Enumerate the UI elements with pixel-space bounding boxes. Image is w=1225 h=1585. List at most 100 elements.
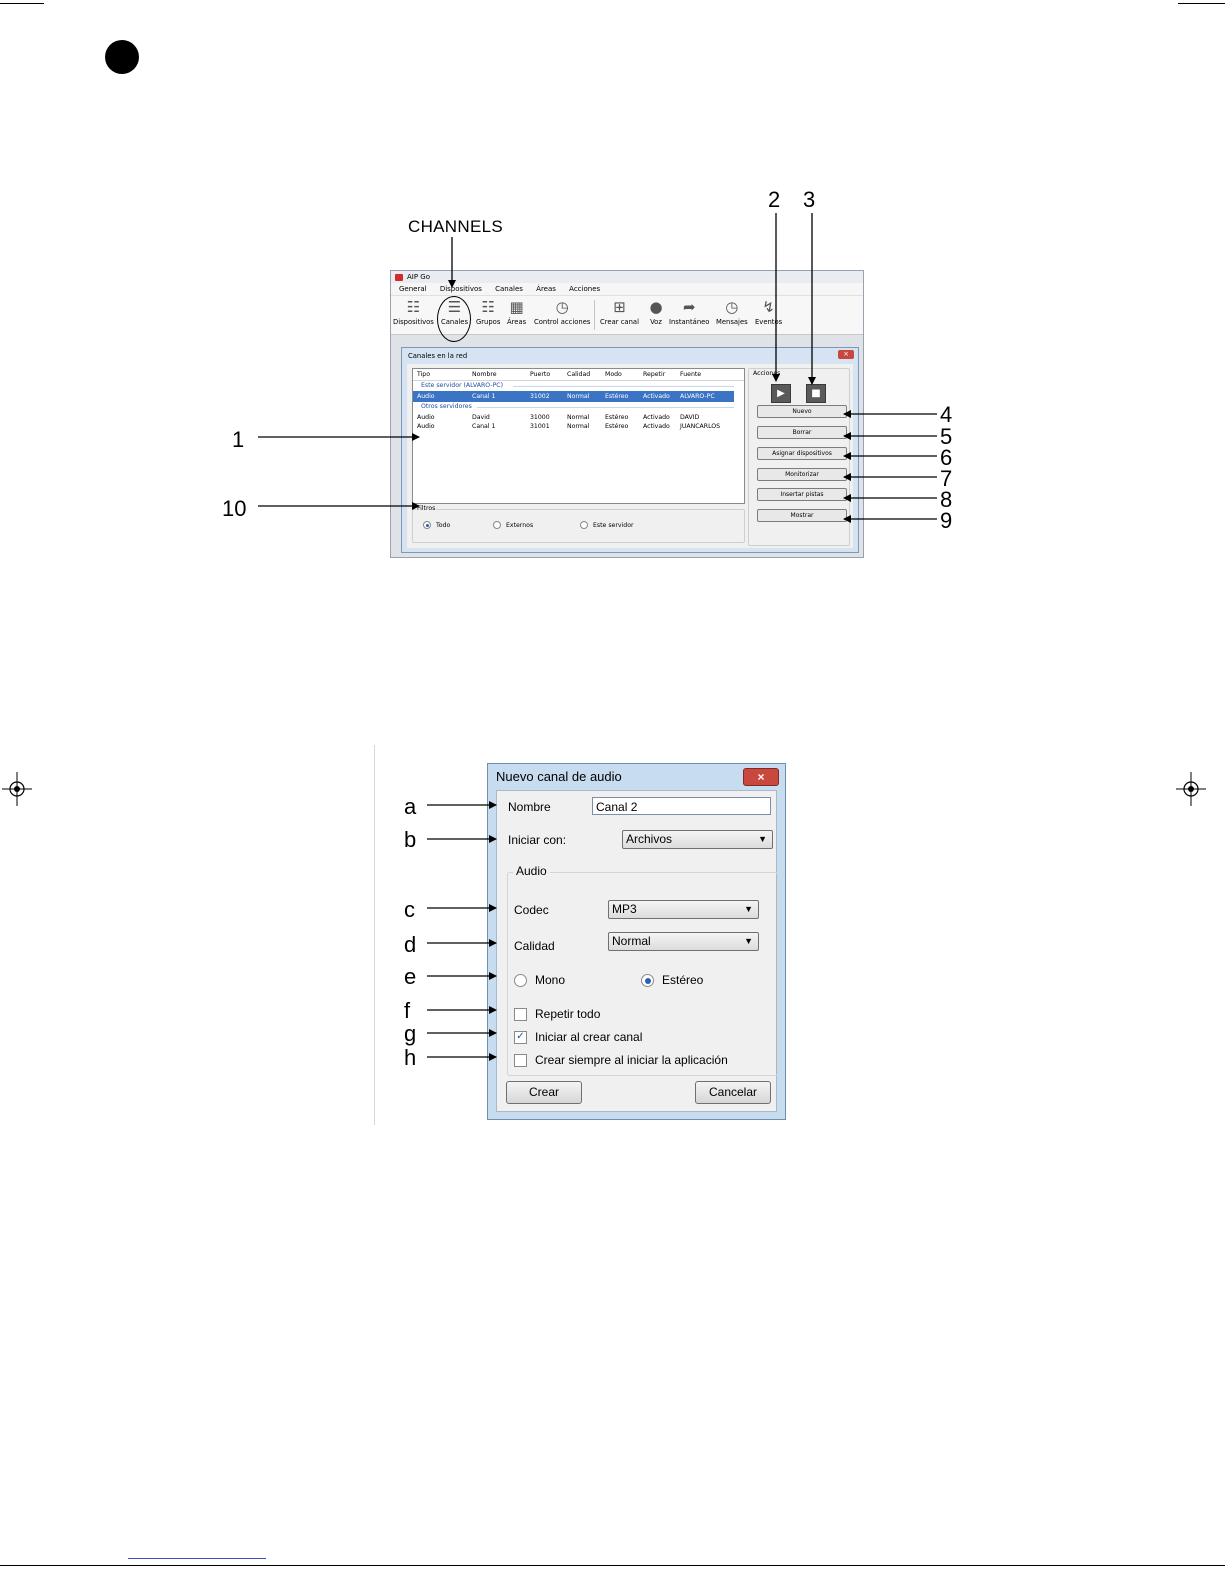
toolbar-control-acciones[interactable]: ◷Control acciones bbox=[534, 298, 591, 326]
toolbar-voz[interactable]: ●Voz bbox=[647, 298, 665, 326]
crear-button[interactable]: Crear bbox=[506, 1081, 582, 1104]
menu-acciones[interactable]: Acciones bbox=[569, 285, 601, 293]
panel-body: Tipo Nombre Puerto Calidad Modo Repetir … bbox=[407, 364, 853, 548]
footer-line bbox=[128, 1558, 266, 1559]
col-calidad[interactable]: Calidad bbox=[567, 371, 591, 378]
cancelar-button[interactable]: Cancelar bbox=[695, 1081, 771, 1104]
callout-7: 7 bbox=[940, 466, 953, 491]
toolbar-crear-canal[interactable]: ⊞Crear canal bbox=[600, 298, 639, 326]
radio-icon bbox=[423, 521, 431, 529]
toolbar-areas[interactable]: ▦Áreas bbox=[507, 298, 527, 326]
menu-bar: General Dispositivos Canales Áreas Accio… bbox=[391, 283, 863, 296]
callout-2: 2 bbox=[768, 187, 781, 212]
channels-list[interactable]: Tipo Nombre Puerto Calidad Modo Repetir … bbox=[412, 368, 745, 504]
calidad-select[interactable]: Normal▼ bbox=[608, 932, 759, 951]
stop-button[interactable]: ■ bbox=[806, 384, 826, 403]
audio-group: Audio Codec MP3▼ Calidad Normal▼ Mono Es… bbox=[507, 864, 778, 1076]
menu-dispositivos[interactable]: Dispositivos bbox=[439, 285, 482, 293]
toolbar-dispositivos[interactable]: ☷Dispositivos bbox=[393, 298, 434, 326]
radio-icon bbox=[493, 521, 501, 529]
table-row[interactable]: Audio David 31000 Normal Estéreo Activad… bbox=[417, 414, 700, 421]
callout-g: g bbox=[404, 1021, 417, 1046]
group-divider bbox=[513, 386, 734, 387]
lightning-icon: ↯ bbox=[762, 298, 775, 316]
callout-10: 10 bbox=[222, 496, 247, 521]
callout-c: c bbox=[404, 897, 415, 922]
menu-canales[interactable]: Canales bbox=[495, 285, 523, 293]
dropdown-arrow-icon: ▼ bbox=[744, 936, 753, 946]
mono-radio[interactable]: Mono bbox=[514, 973, 565, 988]
checkbox-checked-icon: ✓ bbox=[514, 1031, 527, 1045]
callout-channels: CHANNELS bbox=[408, 217, 503, 236]
col-modo[interactable]: Modo bbox=[605, 371, 622, 378]
app-logo-icon bbox=[395, 273, 403, 281]
registration-mark-right bbox=[1176, 772, 1206, 806]
radio-selected-icon bbox=[641, 974, 654, 988]
map-icon: ▦ bbox=[509, 298, 524, 316]
iniciar-con-label: Iniciar con: bbox=[508, 833, 567, 847]
audio-group-label: Audio bbox=[513, 864, 550, 878]
group-other-servers: Otros servidores bbox=[413, 402, 744, 412]
crop-mark-top-left bbox=[0, 3, 44, 4]
checkbox-icon bbox=[514, 1008, 527, 1022]
iniciar-con-select[interactable]: Archivos▼ bbox=[622, 830, 773, 849]
dialog-title: Nuevo canal de audio bbox=[496, 769, 622, 784]
callout-3: 3 bbox=[803, 187, 816, 212]
toolbar-eventos[interactable]: ↯Eventos bbox=[755, 298, 783, 326]
estereo-radio[interactable]: Estéreo bbox=[641, 973, 703, 988]
window-title: AIP Go bbox=[407, 273, 431, 281]
col-nombre[interactable]: Nombre bbox=[472, 371, 497, 378]
forward-arrow-icon: ➦ bbox=[682, 298, 696, 316]
table-row[interactable]: Audio Canal 1 31002 Normal Estéreo Activ… bbox=[413, 391, 734, 402]
play-icon: ▶ bbox=[777, 388, 785, 399]
group-divider bbox=[477, 407, 734, 408]
toolbar-separator bbox=[594, 300, 595, 330]
callout-1: 1 bbox=[232, 427, 245, 452]
menu-areas[interactable]: Áreas bbox=[536, 285, 556, 293]
toolbar-grupos[interactable]: ☷Grupos bbox=[476, 298, 501, 326]
callout-f: f bbox=[404, 998, 411, 1023]
repetir-todo-checkbox[interactable]: Repetir todo bbox=[514, 1007, 600, 1022]
col-tipo[interactable]: Tipo bbox=[417, 371, 431, 378]
actions-label: Acciones bbox=[753, 370, 781, 377]
callout-4: 4 bbox=[940, 402, 953, 427]
nombre-input[interactable]: Canal 2 bbox=[592, 797, 771, 815]
filter-todo[interactable]: Todo bbox=[423, 521, 450, 529]
codec-select[interactable]: MP3▼ bbox=[608, 900, 759, 919]
window-titlebar: AIP Go bbox=[391, 271, 863, 283]
channels-panel: Canales en la red × Tipo Nombre Puerto C… bbox=[401, 347, 859, 553]
crear-siempre-checkbox[interactable]: Crear siempre al iniciar la aplicación bbox=[514, 1053, 728, 1068]
codec-label: Codec bbox=[514, 903, 549, 917]
monitorizar-button[interactable]: Monitorizar bbox=[757, 468, 847, 481]
callout-8: 8 bbox=[940, 487, 953, 512]
calidad-label: Calidad bbox=[514, 939, 555, 953]
callout-e: e bbox=[404, 964, 417, 989]
callout-6: 6 bbox=[940, 445, 953, 470]
radio-icon bbox=[580, 521, 588, 529]
panel-close-button[interactable]: × bbox=[838, 350, 854, 359]
crop-mark-bottom bbox=[0, 1565, 1225, 1566]
filter-externos[interactable]: Externos bbox=[493, 521, 533, 529]
callout-a: a bbox=[404, 794, 417, 819]
callout-5: 5 bbox=[940, 424, 953, 449]
dialog-close-button[interactable]: × bbox=[743, 768, 779, 786]
table-row[interactable]: Audio Canal 1 31001 Normal Estéreo Activ… bbox=[417, 423, 721, 430]
dropdown-arrow-icon: ▼ bbox=[744, 904, 753, 914]
aip-go-window: AIP Go General Dispositivos Canales Área… bbox=[390, 270, 864, 558]
registration-mark-left bbox=[2, 772, 32, 806]
filter-este-servidor[interactable]: Este servidor bbox=[580, 521, 634, 529]
col-puerto[interactable]: Puerto bbox=[530, 371, 551, 378]
callout-h: h bbox=[404, 1045, 417, 1070]
panel-title: Canales en la red bbox=[408, 352, 468, 360]
menu-general[interactable]: General bbox=[399, 285, 427, 293]
toolbar-instantaneo[interactable]: ➦Instantáneo bbox=[669, 298, 710, 326]
play-button[interactable]: ▶ bbox=[771, 384, 791, 403]
col-fuente[interactable]: Fuente bbox=[680, 371, 702, 378]
toolbar-mensajes[interactable]: ◷Mensajes bbox=[716, 298, 748, 326]
group-local-server: Este servidor (ALVARO-PC) bbox=[413, 381, 744, 391]
clock-icon: ◷ bbox=[725, 298, 739, 316]
iniciar-al-crear-checkbox[interactable]: ✓Iniciar al crear canal bbox=[514, 1030, 642, 1045]
col-repetir[interactable]: Repetir bbox=[643, 371, 666, 378]
section-bullet bbox=[105, 40, 139, 74]
